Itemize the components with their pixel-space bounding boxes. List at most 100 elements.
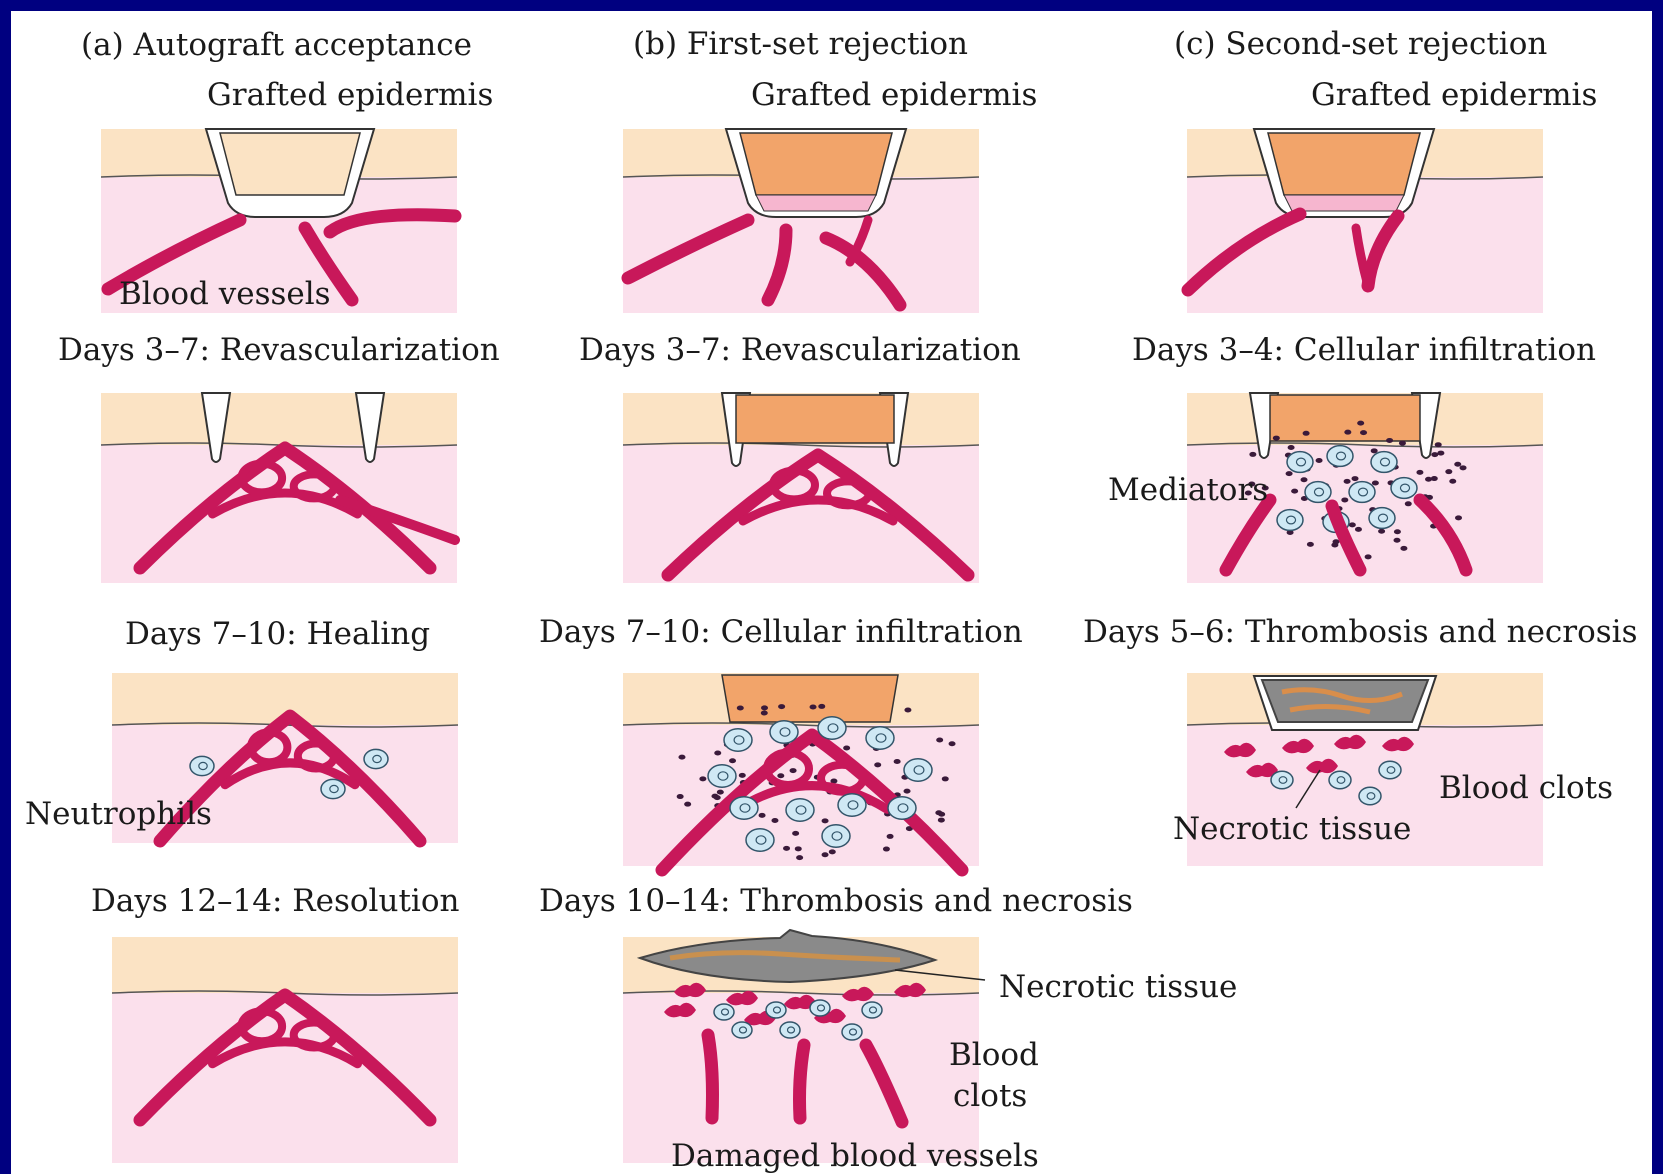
mediator-dot bbox=[810, 704, 817, 709]
graft-label-b: Grafted epidermis bbox=[751, 77, 1037, 113]
mediator-dot bbox=[1355, 527, 1362, 532]
necrotic-tissue-label-c: Necrotic tissue bbox=[1173, 811, 1411, 847]
mediator-dot bbox=[1288, 445, 1295, 450]
immune-cell bbox=[321, 779, 345, 798]
mediator-dot bbox=[822, 852, 829, 857]
mediator-dot bbox=[777, 773, 784, 778]
immune-cell bbox=[866, 727, 894, 749]
column-c-title: (c) Second-set rejection bbox=[1174, 26, 1547, 62]
immune-cell bbox=[838, 794, 866, 816]
mediator-dot bbox=[904, 789, 911, 794]
stage-c-2: Days 5–6: Thrombosis and necrosis bbox=[1083, 614, 1638, 650]
immune-cell bbox=[1329, 771, 1351, 789]
immune-cell bbox=[1305, 482, 1331, 503]
mediator-dot bbox=[759, 813, 766, 818]
immune-cell bbox=[732, 1022, 752, 1038]
mediator-dot bbox=[761, 710, 768, 715]
mediator-dot bbox=[1273, 436, 1280, 441]
immune-cell bbox=[766, 1002, 786, 1018]
mediator-dot bbox=[1431, 476, 1438, 481]
mediator-dot bbox=[942, 776, 949, 781]
mediator-dot bbox=[714, 751, 721, 756]
immune-cell bbox=[810, 1000, 830, 1016]
mediator-dot bbox=[818, 704, 825, 709]
immune-cell bbox=[786, 799, 814, 821]
immune-cell bbox=[1359, 787, 1381, 805]
mediator-dot bbox=[739, 773, 746, 778]
mediator-dot bbox=[894, 759, 901, 764]
immune-cell bbox=[708, 765, 736, 787]
mediator-dot bbox=[796, 855, 803, 860]
mediator-dot bbox=[737, 705, 744, 710]
immune-cell bbox=[1391, 478, 1417, 499]
immune-cell bbox=[1379, 761, 1401, 779]
mediator-dot bbox=[677, 794, 684, 799]
mediator-dot bbox=[1416, 470, 1423, 475]
grafted-epidermis bbox=[736, 395, 894, 443]
mediator-dot bbox=[684, 802, 691, 807]
skin-a2-epidermis bbox=[101, 393, 457, 445]
grafted-epidermis bbox=[722, 675, 898, 722]
immune-cell bbox=[1287, 452, 1313, 473]
grafted-epidermis bbox=[740, 133, 892, 195]
mediator-dot bbox=[1454, 462, 1461, 467]
mediator-dot bbox=[1399, 441, 1406, 446]
mediator-dot bbox=[949, 741, 956, 746]
mediator-dot bbox=[1286, 471, 1293, 476]
mediator-dot bbox=[938, 818, 945, 823]
mediator-dot bbox=[714, 795, 721, 800]
immune-cell bbox=[724, 729, 752, 751]
mediator-dot bbox=[1349, 522, 1356, 527]
column-b-title: (b) First-set rejection bbox=[633, 26, 968, 62]
mediator-dot bbox=[1307, 542, 1314, 547]
mediator-dot bbox=[771, 818, 778, 823]
stage-b-3: Days 10–14: Thrombosis and necrosis bbox=[539, 883, 1133, 919]
stage-b-1: Days 3–7: Revascularization bbox=[579, 332, 1021, 368]
mediator-dot bbox=[1372, 481, 1379, 486]
immune-cell bbox=[888, 797, 916, 819]
mediator-dot bbox=[938, 812, 945, 817]
necrotic-tissue bbox=[1262, 680, 1428, 722]
immune-cell bbox=[730, 797, 758, 819]
immune-cell bbox=[190, 756, 214, 775]
damaged-blood-vessel bbox=[708, 1035, 713, 1118]
mediator-dot bbox=[1291, 489, 1298, 494]
immune-cell bbox=[714, 1004, 734, 1020]
stage-a-2: Days 7–10: Healing bbox=[125, 616, 430, 652]
mediator-dot bbox=[1445, 469, 1452, 474]
mediator-dot bbox=[1394, 538, 1401, 543]
mediator-dot bbox=[778, 704, 785, 709]
stage-c-1: Days 3–4: Cellular infiltration bbox=[1132, 332, 1596, 368]
grafted-epidermis bbox=[220, 133, 360, 195]
immune-cell bbox=[780, 1022, 800, 1038]
neutrophils-label: Neutrophils bbox=[25, 796, 212, 832]
mediator-dot bbox=[887, 834, 894, 839]
mediator-dot bbox=[1400, 546, 1407, 551]
immune-cell bbox=[1369, 508, 1395, 529]
graft-rejection-illustrations bbox=[11, 11, 1652, 1174]
immune-cell bbox=[1371, 452, 1397, 473]
immune-cell bbox=[746, 829, 774, 851]
mediator-dot bbox=[678, 755, 685, 760]
blood-clots-label-c: Blood clots bbox=[1439, 770, 1613, 806]
graft-label-a: Grafted epidermis bbox=[207, 77, 493, 113]
blood-vessels-label: Blood vessels bbox=[119, 276, 331, 312]
mediator-dot bbox=[1357, 421, 1364, 426]
graft-dermis bbox=[756, 195, 876, 211]
mediator-dot bbox=[1431, 452, 1438, 457]
mediator-dot bbox=[1386, 438, 1393, 443]
mediator-dot bbox=[761, 705, 768, 710]
mediator-dot bbox=[1378, 529, 1385, 534]
damaged-vessels-label: Damaged blood vessels bbox=[671, 1138, 1039, 1174]
immune-cell bbox=[1349, 482, 1375, 503]
mediator-dot bbox=[1249, 452, 1256, 457]
skin-c2-dermis bbox=[1187, 445, 1543, 583]
mediator-dot bbox=[1344, 479, 1351, 484]
mediator-dot bbox=[1341, 497, 1348, 502]
stage-a-1: Days 3–7: Revascularization bbox=[58, 332, 500, 368]
mediator-dot bbox=[783, 846, 790, 851]
damaged-blood-vessel bbox=[800, 1045, 805, 1118]
mediator-dot bbox=[1303, 431, 1310, 436]
skin-a4-dermis bbox=[112, 993, 458, 1163]
mediator-dot bbox=[843, 745, 850, 750]
